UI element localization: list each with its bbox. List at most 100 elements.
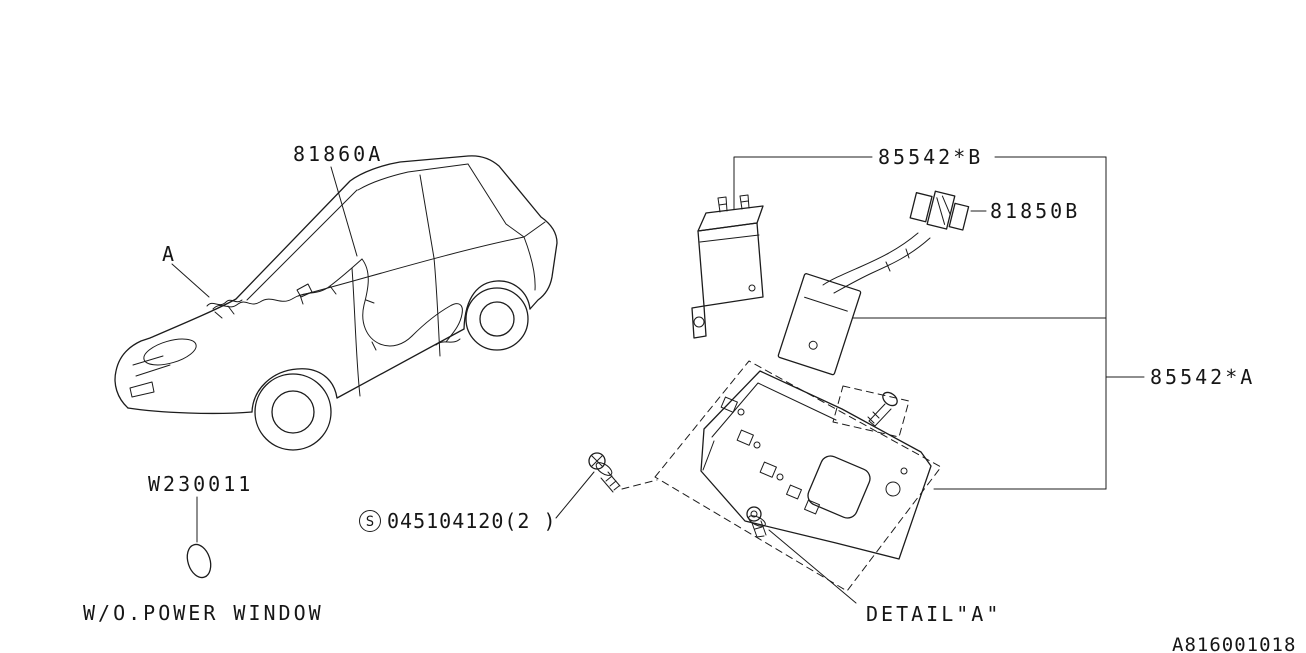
label-screw-symbol: S xyxy=(366,514,374,530)
screw-lower xyxy=(746,506,767,538)
rear-wheel xyxy=(465,287,529,351)
relay-bracket xyxy=(691,305,707,339)
panel-clip-2-hole xyxy=(753,441,761,449)
panel-clip-1 xyxy=(720,396,738,413)
screw-upper xyxy=(832,385,910,438)
wire-2 xyxy=(833,237,931,294)
panel-large-cutout xyxy=(807,455,871,519)
panel-clip-3-hole xyxy=(776,473,784,481)
bolt-shaft xyxy=(600,471,621,493)
module-seam xyxy=(804,296,848,312)
harness-floor-run xyxy=(361,258,413,347)
harness-rear-run xyxy=(411,303,463,343)
connector-housing-center xyxy=(926,190,956,230)
relay-face-seam xyxy=(699,234,760,243)
car-roof-line xyxy=(357,163,469,191)
label-assembly-85542b: 85542*B xyxy=(878,145,983,169)
bolt-head xyxy=(588,452,606,470)
leader-view-a xyxy=(171,263,210,298)
label-grommet-w230011: W230011 xyxy=(148,472,253,496)
car-sketch xyxy=(114,155,558,451)
screw-upper-shaft xyxy=(867,403,892,427)
panel-hole-large xyxy=(885,481,901,497)
label-detail-a-caption: DETAIL"A" xyxy=(866,602,1001,626)
screw-lower-shaft xyxy=(751,520,767,538)
car-trunk-line xyxy=(523,221,546,291)
car-body-outline xyxy=(114,155,558,409)
car-c-pillar xyxy=(467,163,525,238)
assembly-dashed-outline xyxy=(654,360,942,592)
harness-dash-blob xyxy=(206,299,243,319)
front-wheel-hub xyxy=(271,390,315,434)
relay-face-dot xyxy=(748,284,756,292)
panel-hole-small xyxy=(900,467,908,475)
leader-lines xyxy=(171,156,1145,604)
connector-wires xyxy=(822,232,931,294)
panel-slot-1 xyxy=(786,484,802,500)
car-front-door-line xyxy=(351,267,361,397)
car-b-pillar xyxy=(419,174,435,259)
wire-1 xyxy=(822,232,919,286)
bolt-dashed-leader xyxy=(621,479,658,490)
leader-85542b-left xyxy=(733,156,873,210)
screw-lower-washer xyxy=(748,515,766,527)
front-wheel xyxy=(254,373,332,451)
label-view-a: A xyxy=(162,242,177,266)
car-grille-lines xyxy=(129,355,171,398)
label-drawing-number: A816001018 xyxy=(1172,634,1296,653)
leader-screw-label xyxy=(555,471,595,519)
rear-wheel-hub xyxy=(479,301,515,337)
bracket-assembly-detail-a xyxy=(654,360,942,592)
car-front-lower xyxy=(127,407,253,415)
label-variant-note: W/O.POWER WINDOW xyxy=(83,601,324,625)
connector-housing-right xyxy=(948,202,970,231)
screw-lower-head-center xyxy=(750,510,758,518)
harness-branch-ticks xyxy=(299,285,377,351)
connector-housing-left xyxy=(909,192,933,223)
harness-dash-run xyxy=(212,258,363,310)
harness-routing xyxy=(206,258,463,351)
bolt-045104120 xyxy=(588,452,658,493)
standard-part-symbol: S 045104120(2 ) xyxy=(359,509,557,533)
car-mirror xyxy=(296,283,313,298)
screw-lower-head xyxy=(746,506,762,522)
bolt-head-slot xyxy=(591,455,603,467)
panel-slot-2 xyxy=(804,499,820,515)
relay-terminal-2 xyxy=(739,194,750,210)
connector-81850b xyxy=(909,190,970,231)
grommet-w230011 xyxy=(186,543,212,579)
car-rear-wheel-arch xyxy=(463,280,531,330)
panel-clip-1-hole xyxy=(737,408,745,416)
relay-terminal-1 xyxy=(717,196,728,213)
car-belt-line xyxy=(297,236,525,297)
relay-85542b xyxy=(691,194,764,339)
label-assembly-85542a: 85542*A xyxy=(1150,365,1255,389)
harness-rear-scribble xyxy=(435,338,461,346)
bracket-panel xyxy=(700,370,932,560)
bolt-washer xyxy=(595,462,613,476)
car-rocker-line xyxy=(336,328,465,399)
label-connector-81850b: 81850B xyxy=(990,199,1080,223)
control-unit-module xyxy=(777,273,862,376)
leader-detail-a xyxy=(768,529,857,604)
car-front-wheel-arch xyxy=(251,368,338,413)
bracket-panel-inner-edge xyxy=(702,382,837,471)
relay-bracket-hole xyxy=(693,316,705,328)
car-rear-door-line xyxy=(433,257,441,357)
screw-upper-dashed-box xyxy=(832,385,910,438)
module-body xyxy=(777,273,862,376)
screw-upper-head xyxy=(882,391,898,407)
panel-clip-2 xyxy=(736,429,754,446)
panel-clip-3 xyxy=(759,461,777,478)
circled-s-icon xyxy=(359,510,381,532)
label-screw-part-number: 045104120(2 ) xyxy=(387,509,557,533)
car-a-pillar xyxy=(246,189,358,301)
label-harness-81860a: 81860A xyxy=(293,142,383,166)
car-headlight xyxy=(143,338,197,366)
module-dot xyxy=(808,340,818,350)
wire-ticks xyxy=(885,248,910,272)
relay-top-face xyxy=(697,205,764,232)
leader-81860a xyxy=(330,166,358,257)
